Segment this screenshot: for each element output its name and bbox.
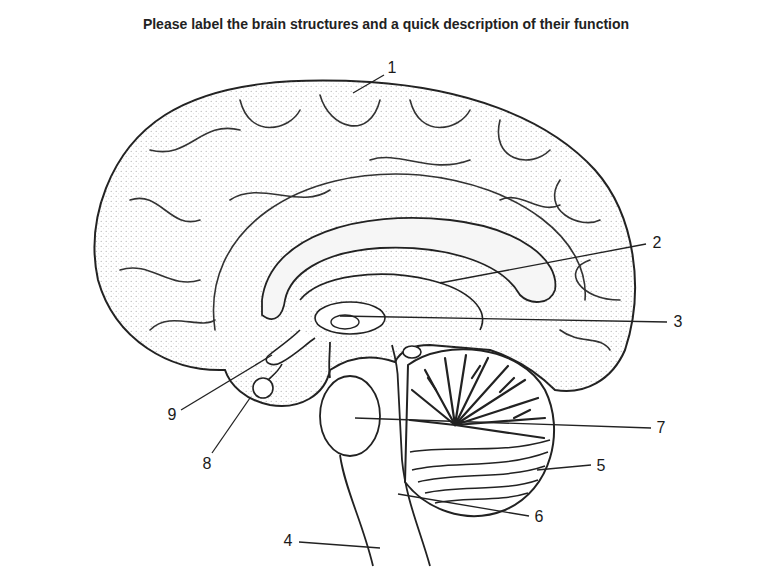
cerebrum-outline: [95, 81, 635, 406]
pituitary-stalk: [268, 364, 282, 380]
leader-line: [181, 355, 272, 410]
sulcus: [230, 190, 330, 200]
leader-lines: [181, 75, 667, 548]
medulla-front: [340, 455, 373, 566]
sulcus: [150, 128, 240, 151]
folium: [428, 366, 530, 418]
sulcus: [555, 180, 600, 223]
cerebellum: [405, 349, 554, 516]
sulcus: [320, 95, 380, 126]
hatch: [410, 440, 550, 452]
leader-line: [440, 244, 646, 283]
callout-number: 8: [203, 456, 212, 472]
hatch: [425, 480, 538, 493]
folium: [445, 358, 455, 425]
sulcus: [576, 260, 620, 300]
hatch: [412, 452, 548, 470]
sulcus: [498, 120, 550, 160]
leader-line: [299, 542, 380, 548]
folium: [455, 425, 544, 438]
callout-number: 9: [168, 407, 177, 423]
pituitary-gland: [253, 378, 273, 398]
callout-number: 3: [674, 314, 683, 330]
corpus-callosum: [262, 218, 555, 319]
sulcus: [150, 320, 215, 330]
callout-number: 1: [388, 60, 397, 76]
hatch: [418, 466, 545, 482]
interthalamic-adhesion: [331, 315, 359, 329]
leader-line: [537, 465, 591, 470]
gyri: [120, 95, 620, 350]
sulcus: [130, 198, 200, 221]
sulcus: [240, 100, 300, 128]
callout-number: 6: [535, 509, 544, 525]
callout-number: 4: [284, 533, 293, 549]
hatch: [435, 493, 528, 503]
arbor-vitae: [410, 355, 545, 438]
callout-number: 5: [597, 458, 606, 474]
title: Please label the brain structures and a …: [143, 17, 629, 31]
leader-line: [340, 316, 667, 322]
midbrain: [329, 342, 398, 382]
hypothalamus: [266, 330, 315, 364]
leader-line: [212, 398, 250, 453]
cerebellum-hatching: [410, 440, 550, 503]
cerebellum-outline: [405, 349, 554, 516]
leader-line: [353, 75, 384, 93]
callout-number: 2: [653, 235, 662, 251]
cerebrum: [95, 81, 635, 406]
sulcus: [410, 100, 470, 128]
cortex-stipple: [95, 81, 635, 406]
cingulate-sulcus: [214, 174, 586, 330]
leader-line: [398, 494, 529, 516]
pons: [320, 376, 380, 456]
thalamus: [315, 302, 385, 334]
pineal-gland: [403, 346, 421, 358]
sulcus: [560, 330, 610, 350]
sulcus: [370, 158, 470, 165]
sulcus: [120, 268, 200, 282]
leader-line: [355, 418, 651, 428]
callout-number: 7: [657, 420, 666, 436]
